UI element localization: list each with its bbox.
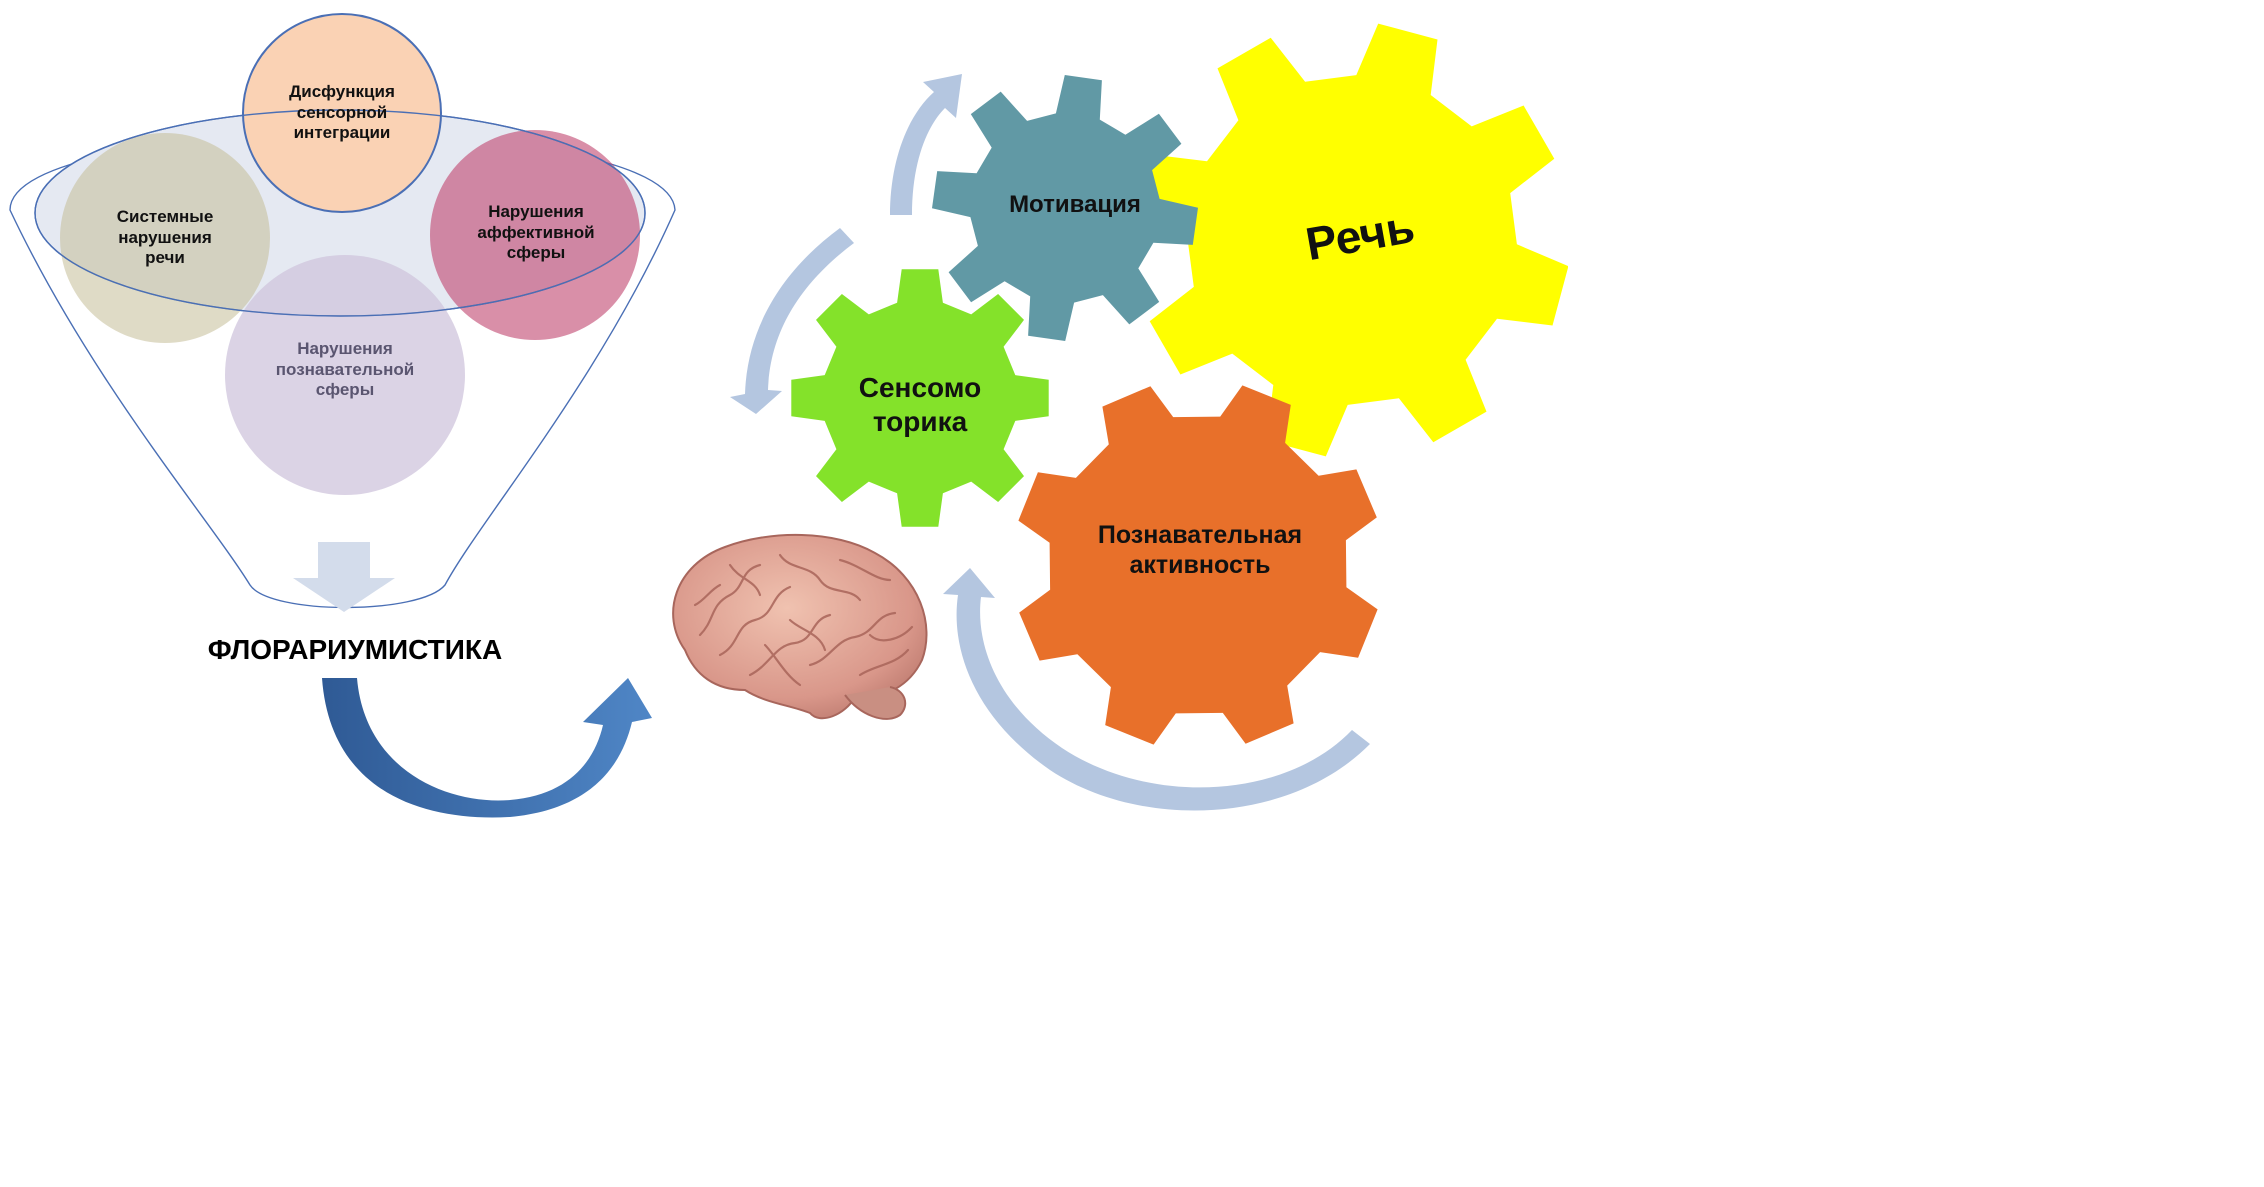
curved-arrow	[322, 678, 652, 818]
circle-affective-label: Нарушения аффективной сферы	[477, 201, 595, 263]
diagram-canvas: Дисфункция сенсорной интеграции Системны…	[0, 0, 1569, 823]
brain-icon	[660, 525, 940, 745]
gear-motivation	[932, 75, 1198, 341]
circle-sensory-label: Дисфункция сенсорной интеграции	[289, 81, 395, 143]
gear-cognitive-activity-label: Познавательная активность	[1097, 520, 1303, 580]
circle-speech-system-label: Системные нарушения речи	[116, 206, 214, 268]
circle-cognitive-label: Нарушения познавательной сферы	[275, 338, 415, 400]
funnel-output-label: ФЛОРАРИУМИСТИКА	[207, 633, 503, 665]
cycle-arrows	[730, 74, 1370, 811]
cycle-arrow-top	[890, 74, 962, 215]
funnel-rim-outline	[34, 109, 646, 317]
circle-speech-system	[60, 133, 270, 343]
down-arrow	[293, 542, 395, 612]
gear-speech	[1135, 23, 1569, 457]
circle-sensory	[242, 13, 442, 213]
gear-sensomotor-label: Сенсомо торика	[858, 371, 982, 437]
gear-cognitive-activity	[1018, 385, 1378, 745]
gear-motivation-label: Мотивация	[1009, 191, 1141, 219]
cycle-arrow-left	[730, 228, 854, 414]
circle-affective	[430, 130, 640, 340]
gear-sensomotor	[791, 269, 1049, 527]
cycle-arrow-bottom	[943, 568, 1370, 811]
